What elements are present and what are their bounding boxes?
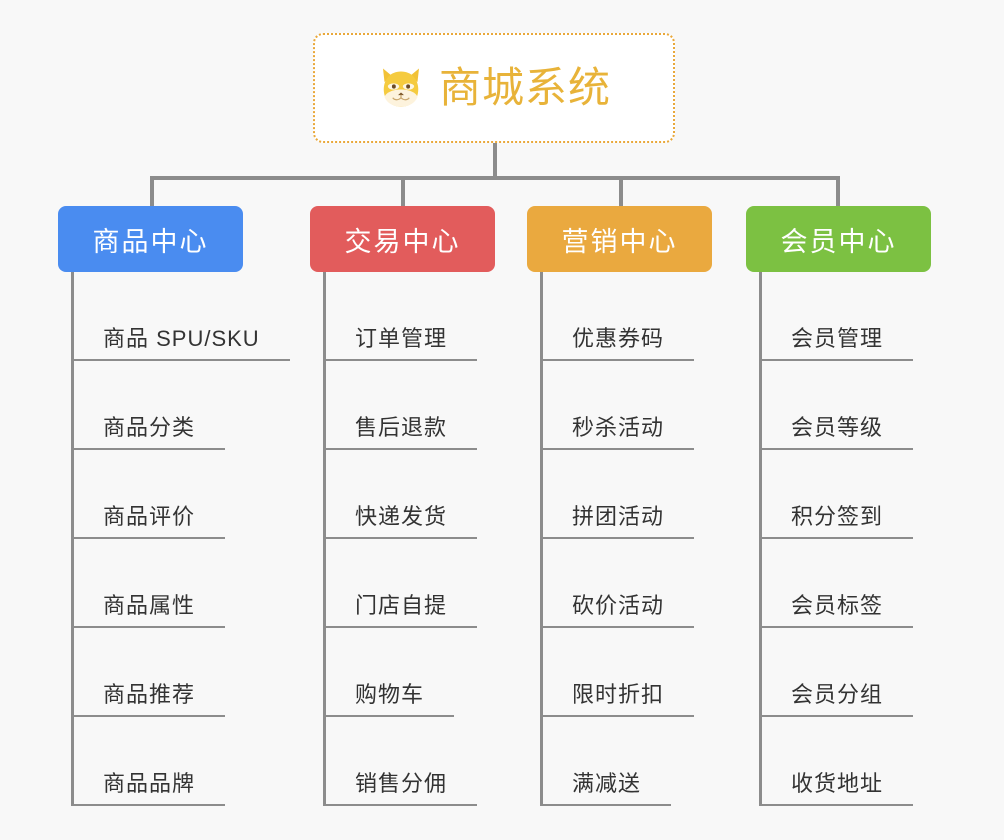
leaf-item[interactable]: 会员等级 (746, 361, 931, 450)
leaf-label: 商品 SPU/SKU (103, 326, 260, 351)
leaf-label: 商品属性 (103, 593, 196, 618)
leaf-item[interactable]: 砍价活动 (527, 539, 712, 628)
connector-root-vertical (493, 143, 497, 179)
leaf-label: 快递发货 (355, 504, 448, 529)
leaf-label: 商品推荐 (103, 682, 196, 707)
leaf-label: 商品评价 (103, 504, 196, 529)
leaf-label: 会员管理 (791, 326, 884, 351)
leaf-item[interactable]: 商品评价 (58, 450, 290, 539)
leaf-item[interactable]: 会员标签 (746, 539, 931, 628)
leaf-item[interactable]: 满减送 (527, 717, 712, 806)
leaf-label: 满减送 (572, 771, 642, 796)
connector-branch-vertical-0 (150, 176, 154, 206)
branch-marketing-center: 营销中心 优惠券码 秒杀活动 拼团活动 砍价活动 限时折扣 满减送 (527, 206, 712, 806)
leaf-item[interactable]: 拼团活动 (527, 450, 712, 539)
connector-horizontal-bus (150, 176, 840, 180)
connector-branch-vertical-3 (836, 176, 840, 206)
branch-trade-center: 交易中心 订单管理 售后退款 快递发货 门店自提 购物车 销售分佣 (310, 206, 495, 806)
leaf-label: 订单管理 (355, 326, 448, 351)
leaf-label: 拼团活动 (572, 504, 665, 529)
leaf-item[interactable]: 秒杀活动 (527, 361, 712, 450)
leaf-label: 门店自提 (355, 593, 448, 618)
leaf-label: 收货地址 (791, 771, 884, 796)
leaf-item[interactable]: 限时折扣 (527, 628, 712, 717)
leaf-item[interactable]: 订单管理 (310, 272, 495, 361)
leaf-label: 优惠券码 (572, 326, 665, 351)
branch-header-label-2: 营销中心 (561, 226, 678, 257)
connector-branch-vertical-2 (619, 176, 623, 206)
leaf-item[interactable]: 商品属性 (58, 539, 290, 628)
branch-header-label-1: 交易中心 (344, 226, 461, 257)
leaf-list-0: 商品 SPU/SKU 商品分类 商品评价 商品属性 商品推荐 商品品牌 (58, 272, 290, 806)
leaf-spine-0 (71, 272, 74, 806)
branch-header-2[interactable]: 营销中心 (527, 206, 712, 272)
leaf-label: 限时折扣 (572, 682, 665, 707)
leaf-label: 商品分类 (103, 415, 196, 440)
leaf-item[interactable]: 商品 SPU/SKU (58, 272, 290, 361)
leaf-item[interactable]: 销售分佣 (310, 717, 495, 806)
branch-product-center: 商品中心 商品 SPU/SKU 商品分类 商品评价 商品属性 商品推荐 商品品牌 (58, 206, 290, 806)
leaf-label: 会员分组 (791, 682, 884, 707)
connector-branch-vertical-1 (401, 176, 405, 206)
leaf-label: 商品品牌 (103, 771, 196, 796)
branch-header-3[interactable]: 会员中心 (746, 206, 931, 272)
leaf-item[interactable]: 商品推荐 (58, 628, 290, 717)
leaf-label: 积分签到 (791, 504, 884, 529)
leaf-label: 秒杀活动 (572, 415, 665, 440)
root-node[interactable]: 商城系统 (313, 33, 675, 143)
leaf-item[interactable]: 积分签到 (746, 450, 931, 539)
leaf-list-2: 优惠券码 秒杀活动 拼团活动 砍价活动 限时折扣 满减送 (527, 272, 712, 806)
leaf-item[interactable]: 收货地址 (746, 717, 931, 806)
leaf-item[interactable]: 商品分类 (58, 361, 290, 450)
branch-header-label-3: 会员中心 (780, 226, 897, 257)
leaf-item[interactable]: 会员管理 (746, 272, 931, 361)
leaf-label: 会员等级 (791, 415, 884, 440)
leaf-item[interactable]: 门店自提 (310, 539, 495, 628)
branch-header-label-0: 商品中心 (92, 226, 209, 257)
leaf-label: 购物车 (355, 682, 425, 707)
leaf-label: 砍价活动 (572, 593, 665, 618)
leaf-list-3: 会员管理 会员等级 积分签到 会员标签 会员分组 收货地址 (746, 272, 931, 806)
leaf-item[interactable]: 会员分组 (746, 628, 931, 717)
leaf-item[interactable]: 优惠券码 (527, 272, 712, 361)
leaf-spine-1 (323, 272, 326, 806)
leaf-item[interactable]: 商品品牌 (58, 717, 290, 806)
branch-member-center: 会员中心 会员管理 会员等级 积分签到 会员标签 会员分组 收货地址 (746, 206, 931, 806)
leaf-item[interactable]: 快递发货 (310, 450, 495, 539)
root-title: 商城系统 (438, 64, 611, 111)
branch-header-1[interactable]: 交易中心 (310, 206, 495, 272)
leaf-label: 会员标签 (791, 593, 884, 618)
leaf-item[interactable]: 购物车 (310, 628, 495, 717)
leaf-spine-3 (759, 272, 762, 806)
branch-header-0[interactable]: 商品中心 (58, 206, 243, 272)
leaf-item[interactable]: 售后退款 (310, 361, 495, 450)
leaf-label: 售后退款 (355, 415, 448, 440)
leaf-label: 销售分佣 (355, 771, 448, 796)
shiba-dog-face-icon (382, 68, 419, 107)
leaf-spine-2 (540, 272, 543, 806)
leaf-list-1: 订单管理 售后退款 快递发货 门店自提 购物车 销售分佣 (310, 272, 495, 806)
